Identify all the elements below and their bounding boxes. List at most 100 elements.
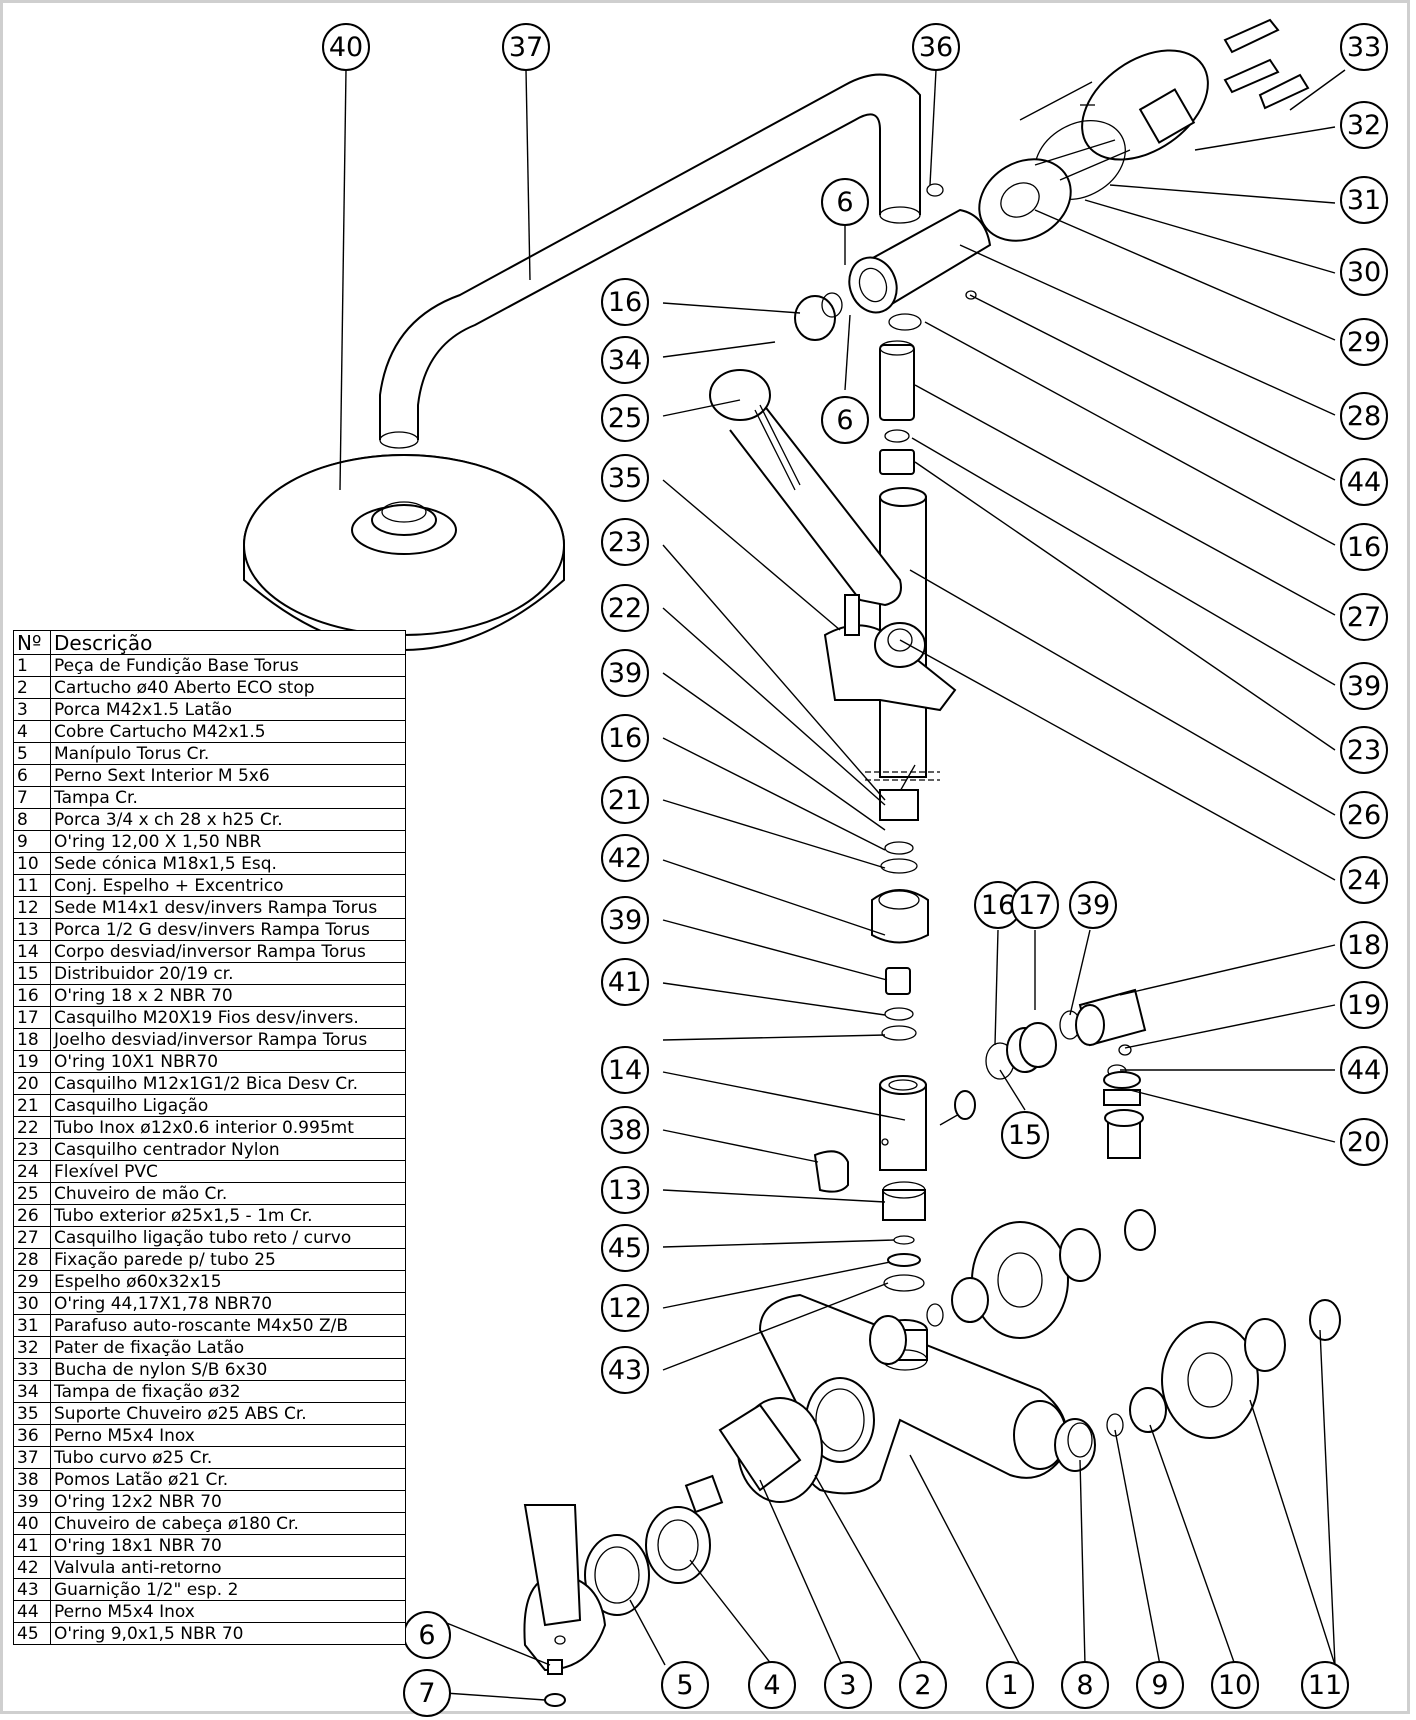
part-number-cell: 12: [13, 896, 51, 919]
part-description-cell: Pater de fixação Latão: [50, 1336, 406, 1359]
part-description-cell: O'ring 44,17X1,78 NBR70: [50, 1292, 406, 1315]
part-number-cell: 7: [13, 786, 51, 809]
column-header-description: Descrição: [50, 630, 406, 655]
part-description-cell: Peça de Fundição Base Torus: [50, 654, 406, 677]
callout-29: 29: [1340, 318, 1388, 366]
part-number-cell: 37: [13, 1446, 51, 1469]
part-description-cell: Casquilho ligação tubo reto / curvo: [50, 1226, 406, 1249]
callout-26: 26: [1340, 791, 1388, 839]
part-number-cell: 31: [13, 1314, 51, 1337]
svg-text:10: 10: [1218, 1670, 1252, 1701]
table-header-row: Nº Descrição: [13, 630, 406, 655]
part-description-cell: Casquilho M20X19 Fios desv/invers.: [50, 1006, 406, 1029]
part-description-cell: Conj. Espelho + Excentrico: [50, 874, 406, 897]
part-description-cell: Suporte Chuveiro ø25 ABS Cr.: [50, 1402, 406, 1425]
part-description-cell: Tampa de fixação ø32: [50, 1380, 406, 1403]
part-number-cell: 45: [13, 1622, 51, 1645]
svg-text:43: 43: [608, 1355, 642, 1386]
callout-10: 10: [1211, 1661, 1259, 1709]
svg-text:32: 32: [1347, 110, 1381, 141]
part-description-cell: Tubo exterior ø25x1,5 - 1m Cr.: [50, 1204, 406, 1227]
svg-text:27: 27: [1347, 602, 1381, 633]
part-description-cell: Corpo desviad/inversor Rampa Torus: [50, 940, 406, 963]
part-description-cell: Chuveiro de mão Cr.: [50, 1182, 406, 1205]
part-description-cell: Pomos Latão ø21 Cr.: [50, 1468, 406, 1491]
callout-9: 9: [1136, 1661, 1184, 1709]
svg-text:31: 31: [1347, 185, 1381, 216]
part-description-cell: Casquilho Ligação: [50, 1094, 406, 1117]
callout-34: 34: [601, 336, 649, 384]
part-number-cell: 8: [13, 808, 51, 831]
svg-text:6: 6: [418, 1620, 435, 1651]
part-number-cell: 11: [13, 874, 51, 897]
svg-text:17: 17: [1018, 890, 1052, 921]
part-number-cell: 23: [13, 1138, 51, 1161]
callout-18: 18: [1340, 921, 1388, 969]
callout-17: 17: [1011, 881, 1059, 929]
part-number-cell: 19: [13, 1050, 51, 1073]
part-number-cell: 24: [13, 1160, 51, 1183]
callout-39-diverter: 39: [1069, 881, 1117, 929]
svg-text:16: 16: [608, 287, 642, 318]
callout-32: 32: [1340, 101, 1388, 149]
part-number-cell: 9: [13, 830, 51, 853]
svg-text:24: 24: [1347, 865, 1381, 896]
svg-text:23: 23: [1347, 735, 1381, 766]
callout-24: 24: [1340, 856, 1388, 904]
svg-text:19: 19: [1347, 990, 1381, 1021]
svg-text:44: 44: [1347, 467, 1381, 498]
part-number-cell: 32: [13, 1336, 51, 1359]
part-description-cell: Porca 1/2 G desv/invers Rampa Torus: [50, 918, 406, 941]
part-number-cell: 1: [13, 654, 51, 677]
callout-11: 11: [1301, 1661, 1349, 1709]
part-number-cell: 38: [13, 1468, 51, 1491]
svg-text:33: 33: [1347, 32, 1381, 63]
part-description-cell: Joelho desviad/inversor Rampa Torus: [50, 1028, 406, 1051]
part-number-cell: 21: [13, 1094, 51, 1117]
part-description-cell: Cartucho ø40 Aberto ECO stop: [50, 676, 406, 699]
callout-35: 35: [601, 454, 649, 502]
part-number-cell: 34: [13, 1380, 51, 1403]
callout-39-right: 39: [1340, 662, 1388, 710]
callout-43: 43: [601, 1346, 649, 1394]
part-number-cell: 41: [13, 1534, 51, 1557]
svg-text:41: 41: [608, 967, 642, 998]
svg-text:21: 21: [608, 785, 642, 816]
part-description-cell: Tampa Cr.: [50, 786, 406, 809]
wall-fixing-drawing: [926, 18, 1310, 242]
svg-text:22: 22: [608, 593, 642, 624]
part-number-cell: 42: [13, 1556, 51, 1579]
svg-text:1: 1: [1001, 1670, 1018, 1701]
svg-text:26: 26: [1347, 800, 1381, 831]
part-number-cell: 43: [13, 1578, 51, 1601]
part-number-cell: 16: [13, 984, 51, 1007]
svg-text:7: 7: [418, 1678, 435, 1709]
part-description-cell: Fixação parede p/ tubo 25: [50, 1248, 406, 1271]
svg-text:4: 4: [763, 1670, 780, 1701]
callout-5: 5: [661, 1661, 709, 1709]
part-description-cell: Perno M5x4 Inox: [50, 1424, 406, 1447]
part-number-cell: 13: [13, 918, 51, 941]
part-description-cell: Tubo Inox ø12x0.6 interior 0.995mt: [50, 1116, 406, 1139]
svg-text:18: 18: [1347, 930, 1381, 961]
part-description-cell: Flexível PVC: [50, 1160, 406, 1183]
callout-30: 30: [1340, 248, 1388, 296]
hand-shower-drawing: [709, 292, 957, 712]
